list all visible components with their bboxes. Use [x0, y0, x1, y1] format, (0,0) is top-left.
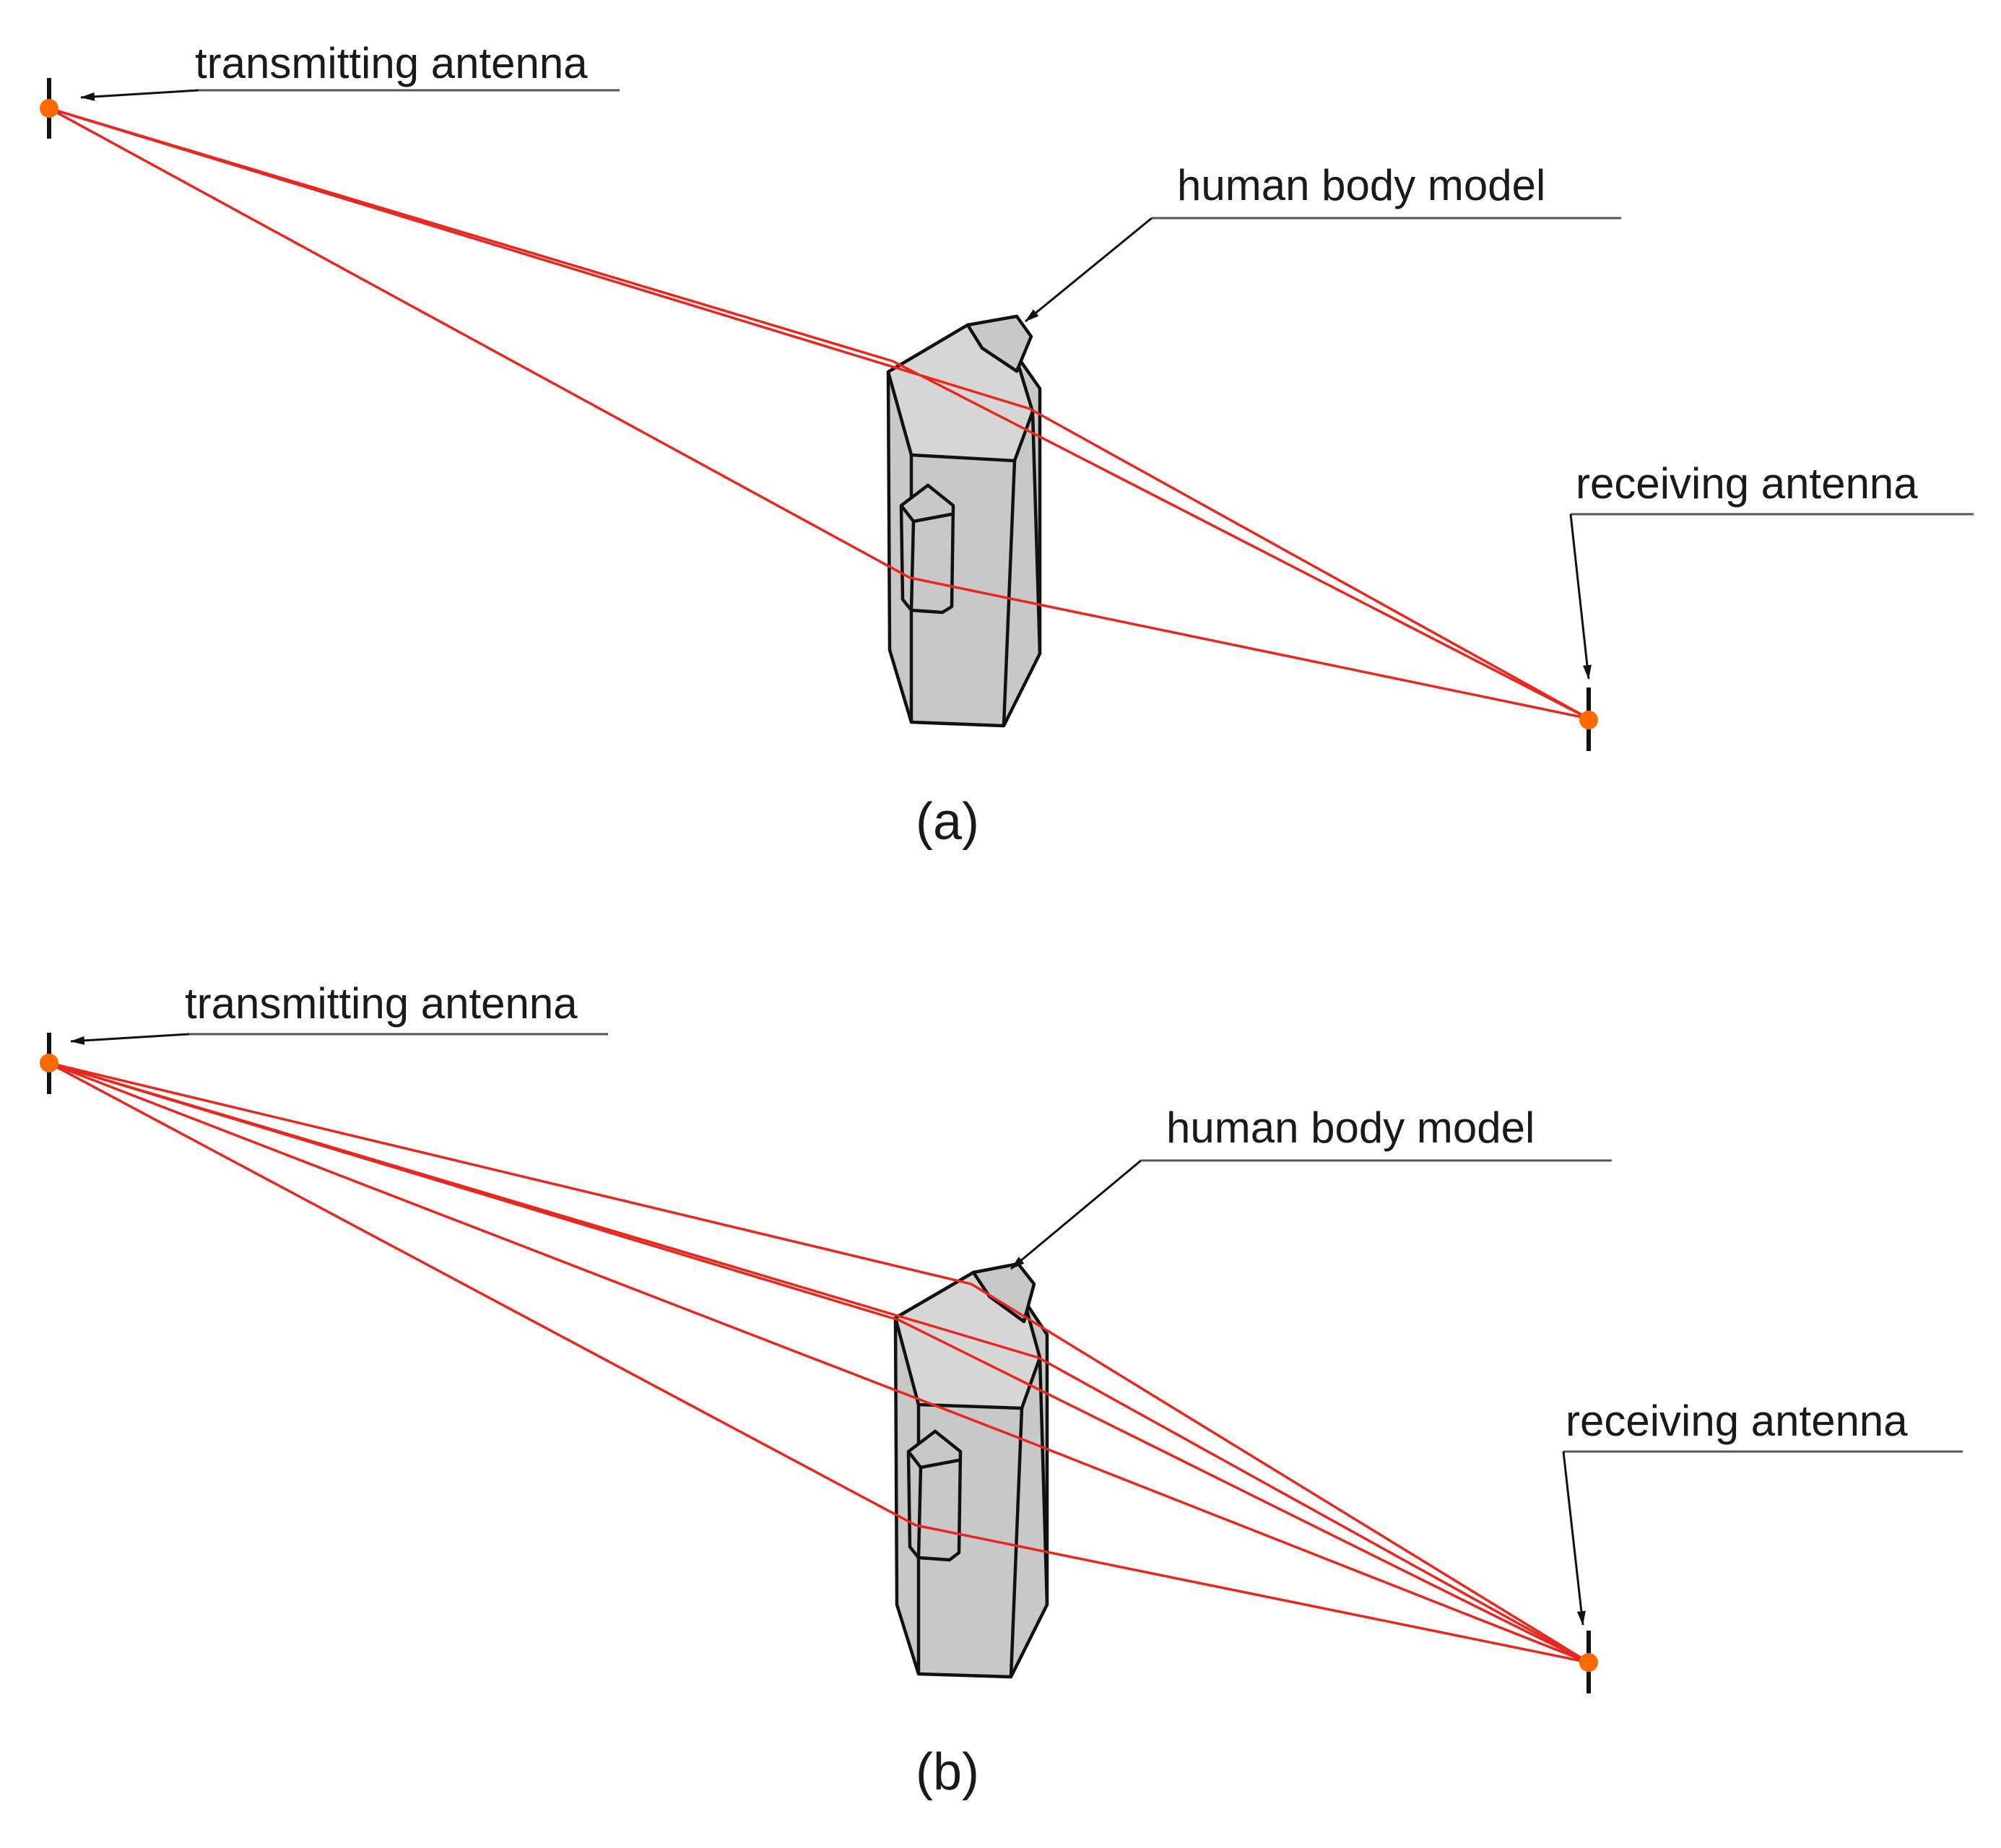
body-edge-middle: [1002, 460, 1017, 726]
receiving-antenna-callout-b: receiving antenna: [1562, 1397, 1963, 1626]
human-body-model: [893, 1262, 1049, 1679]
ray-b-4: [48, 1062, 1589, 1664]
human-body-model-label: human body model: [1177, 161, 1545, 209]
antenna-dot: [40, 99, 58, 118]
body-edge-right: [1030, 411, 1042, 654]
body-edge-middle: [1009, 1407, 1024, 1678]
ray-a-2: [48, 107, 1589, 720]
panel-caption: (b): [916, 1743, 979, 1801]
receiving-antenna-a: [1579, 687, 1598, 751]
transmitting-antenna-b: [40, 1033, 58, 1094]
human-body-model: [886, 314, 1042, 728]
panel-a: transmitting antenna human body model re…: [40, 39, 1974, 851]
leader-arrow: [1569, 513, 1592, 680]
antenna-dot: [40, 1054, 58, 1072]
arm-edge: [909, 521, 916, 611]
human-body-callout-a: human body model: [1025, 161, 1621, 323]
receiving-antenna-label: receiving antenna: [1566, 1397, 1908, 1445]
transmitting-antenna-callout-a: transmitting antenna: [80, 39, 620, 101]
head-block: [965, 314, 1033, 373]
leader-arrow: [1025, 217, 1153, 323]
panel-caption: (a): [916, 793, 979, 851]
arm-block: [899, 483, 955, 615]
leader-arrow: [1562, 1451, 1586, 1626]
human-body-model-label: human body model: [1166, 1103, 1535, 1152]
transmitting-antenna-callout-b: transmitting antenna: [70, 979, 608, 1045]
transmitting-antenna-label: transmitting antenna: [195, 39, 588, 87]
ray-a-1: [48, 107, 1589, 720]
receiving-antenna-callout-a: receiving antenna: [1569, 459, 1974, 680]
rays-a: [48, 107, 1589, 720]
ray-b-1: [48, 1062, 1589, 1664]
arm-block: [906, 1429, 963, 1562]
ray-a-3: [48, 107, 1589, 720]
leader-arrow: [70, 1033, 190, 1045]
ray-b-3: [48, 1062, 1589, 1664]
leader-arrow: [80, 89, 199, 101]
transmitting-antenna-a: [40, 78, 58, 139]
transmitting-antenna-label: transmitting antenna: [185, 979, 578, 1028]
arm-edge: [916, 1467, 923, 1558]
panel-b: transmitting antenna human body model re…: [40, 979, 1963, 1801]
receiving-antenna-label: receiving antenna: [1576, 459, 1918, 508]
antenna-dot: [1579, 711, 1598, 729]
leader-arrow: [1010, 1159, 1142, 1270]
body-edge-right: [1038, 1357, 1049, 1605]
rays-b: [48, 1062, 1589, 1664]
antenna-dot: [1579, 1653, 1598, 1672]
receiving-antenna-b: [1579, 1631, 1598, 1693]
ray-b-5: [48, 1062, 1589, 1664]
human-body-callout-b: human body model: [1010, 1103, 1612, 1270]
